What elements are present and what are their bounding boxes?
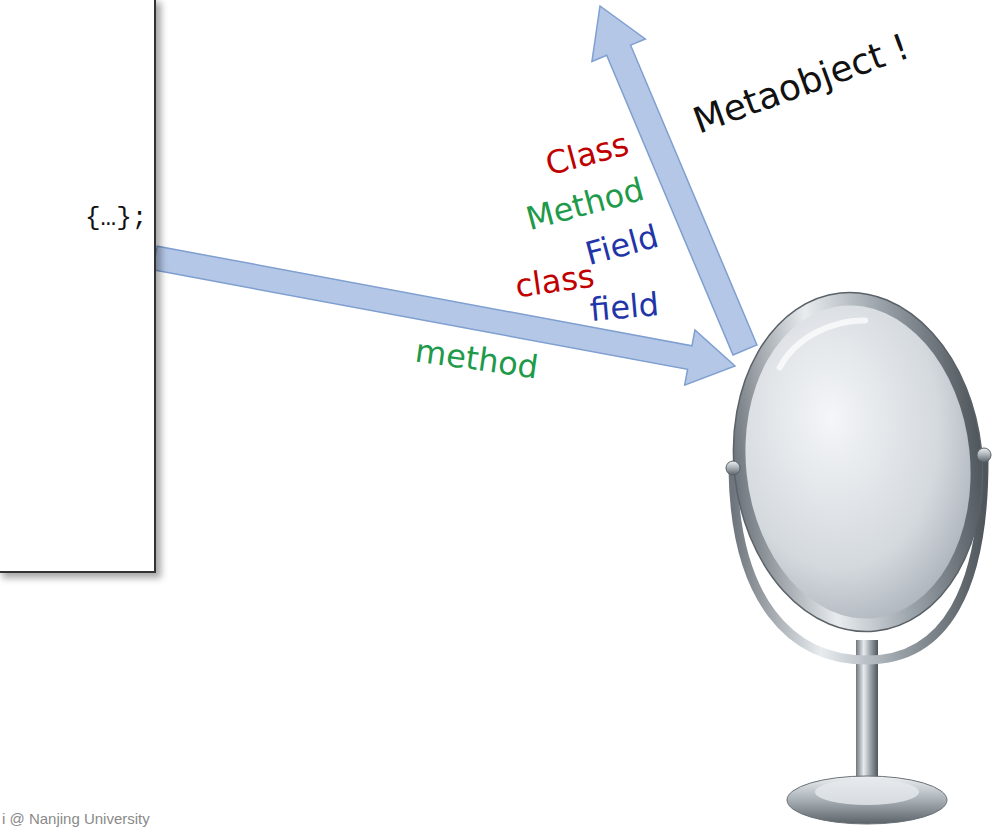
mirror-pivot <box>977 448 991 462</box>
mirror-base-top <box>815 779 919 805</box>
mirror-frame <box>717 280 996 644</box>
code-box: {…}; <box>0 0 156 573</box>
field-label: Field <box>581 217 662 273</box>
field-label: field <box>588 285 660 329</box>
footer-note: i @ Nanjing University <box>2 810 150 828</box>
mirror-rim <box>717 280 996 644</box>
mirror-base <box>787 776 947 824</box>
mirror-glint <box>776 320 870 368</box>
method-label: method <box>413 332 541 387</box>
code-text: {…}; <box>85 203 147 234</box>
class-label: class <box>513 257 597 306</box>
metaobject-label: Metaobject ! <box>687 25 914 143</box>
mirror-glass <box>730 294 986 630</box>
mirror-pivot <box>726 461 740 475</box>
